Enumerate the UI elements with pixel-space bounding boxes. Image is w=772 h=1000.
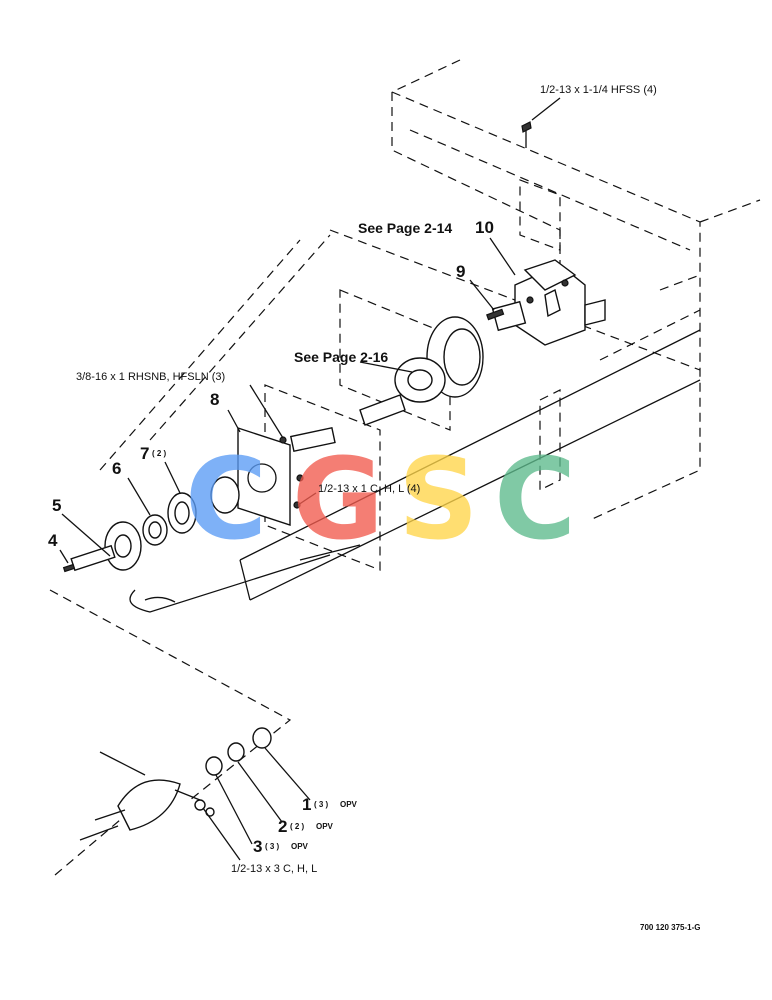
bracket-part-8 bbox=[210, 426, 336, 526]
item-number-8: 8 bbox=[210, 390, 219, 409]
leader-lines bbox=[59, 97, 561, 861]
item-number-3: 3 bbox=[253, 837, 262, 856]
coupler-assembly bbox=[79, 727, 272, 841]
watermark: C G S C bbox=[185, 435, 576, 565]
item-2-qty: ( 2 ) bbox=[290, 822, 305, 831]
item-number-2: 2 bbox=[278, 817, 287, 836]
bolt-top bbox=[521, 121, 532, 148]
callout-chl-3: 1/2-13 x 3 C, H, L bbox=[231, 863, 317, 875]
gearbox bbox=[491, 259, 606, 346]
figure-id: 700 120 375-1-G bbox=[640, 923, 701, 932]
flange-assembly bbox=[62, 492, 197, 573]
item-number-1: 1 bbox=[302, 795, 311, 814]
item-3-note: OPV bbox=[291, 842, 309, 851]
key-part-9 bbox=[486, 308, 505, 321]
item-number-6: 6 bbox=[112, 459, 121, 478]
hub-sprocket bbox=[359, 316, 484, 426]
reference-page-2-14: See Page 2-14 bbox=[358, 220, 452, 236]
item-number-5: 5 bbox=[52, 496, 61, 515]
watermark-letter-3: S bbox=[398, 435, 479, 565]
watermark-letter-1: C bbox=[185, 435, 267, 565]
callout-hfss: 1/2-13 x 1-1/4 HFSS (4) bbox=[540, 84, 657, 96]
item-number-4: 4 bbox=[48, 531, 58, 550]
callout-chl-4: 1/2-13 x 1 C, H, L (4) bbox=[318, 483, 420, 495]
item-7-qty: ( 2 ) bbox=[152, 449, 167, 458]
item-2-note: OPV bbox=[316, 822, 334, 831]
watermark-letter-2: G bbox=[292, 435, 384, 565]
item-1-note: OPV bbox=[340, 800, 358, 809]
item-3-qty: ( 3 ) bbox=[265, 842, 280, 851]
reference-page-2-16: See Page 2-16 bbox=[294, 349, 388, 365]
item-number-7: 7 bbox=[140, 444, 149, 463]
watermark-letter-4: C bbox=[494, 435, 576, 565]
callout-rhsnb: 3/8-16 x 1 RHSNB, HFSLN (3) bbox=[76, 371, 225, 383]
item-number-9: 9 bbox=[456, 262, 465, 281]
tongue bbox=[49, 554, 331, 876]
item-1-qty: ( 3 ) bbox=[314, 800, 329, 809]
item-number-10: 10 bbox=[475, 218, 494, 237]
main-beam bbox=[239, 329, 701, 601]
